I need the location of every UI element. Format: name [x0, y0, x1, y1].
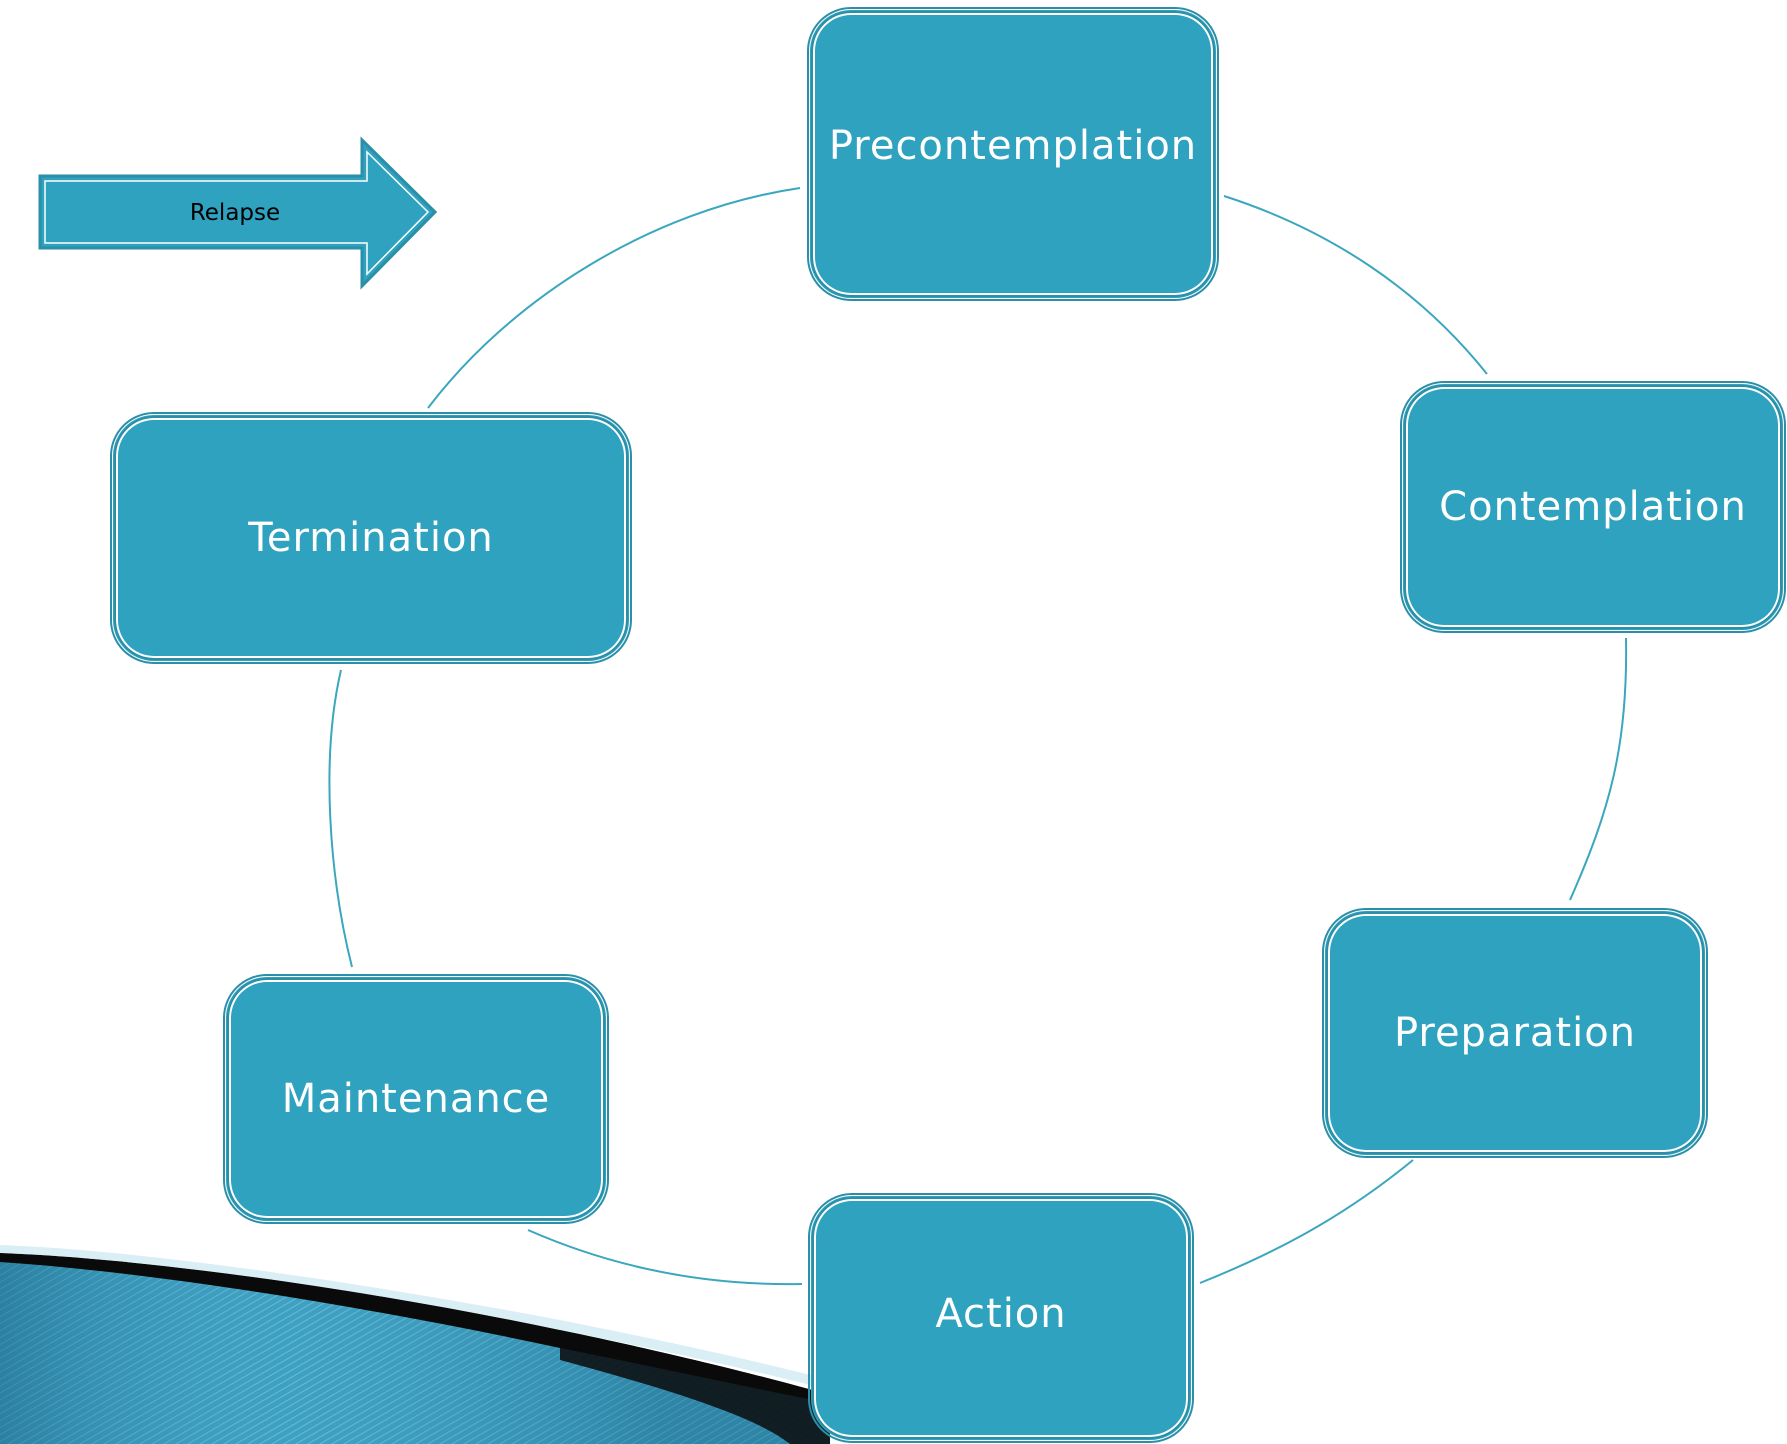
stage-precontemplation: Precontemplation: [811, 11, 1215, 297]
cycle-connectors: [328, 187, 1628, 1286]
stage-action: Action: [812, 1197, 1190, 1439]
stage-action-outline: [808, 1193, 1194, 1443]
stage-precontemplation-label: Precontemplation: [828, 123, 1198, 169]
stage-precontemplation-outline: [807, 7, 1219, 301]
connector-preparation-action: [1199, 1159, 1414, 1284]
stage-termination-label: Termination: [248, 515, 494, 561]
stage-preparation: Preparation: [1326, 912, 1704, 1154]
stage-action-label: Action: [935, 1291, 1067, 1337]
connector-termination-precontemplation: [427, 187, 801, 409]
connector-precontemplation-contemplation: [1223, 195, 1488, 375]
relapse-arrow: Relapse: [38, 136, 438, 290]
stage-contemplation-outline: [1400, 381, 1786, 633]
connector-contemplation-preparation: [1569, 637, 1628, 901]
stage-termination-outline: [110, 412, 632, 664]
stage-maintenance: Maintenance: [227, 978, 605, 1220]
decorative-swoosh: [0, 1245, 830, 1444]
stage-contemplation-label: Contemplation: [1439, 484, 1747, 530]
stage-preparation-outline: [1322, 908, 1708, 1158]
connector-maintenance-termination: [328, 669, 353, 968]
stage-contemplation: Contemplation: [1404, 385, 1782, 629]
stage-termination: Termination: [114, 416, 628, 660]
stage-maintenance-outline: [223, 974, 609, 1224]
stage-preparation-label: Preparation: [1393, 1010, 1637, 1056]
relapse-label: Relapse: [190, 200, 280, 226]
connector-action-maintenance: [527, 1229, 803, 1286]
stage-maintenance-label: Maintenance: [281, 1076, 551, 1122]
